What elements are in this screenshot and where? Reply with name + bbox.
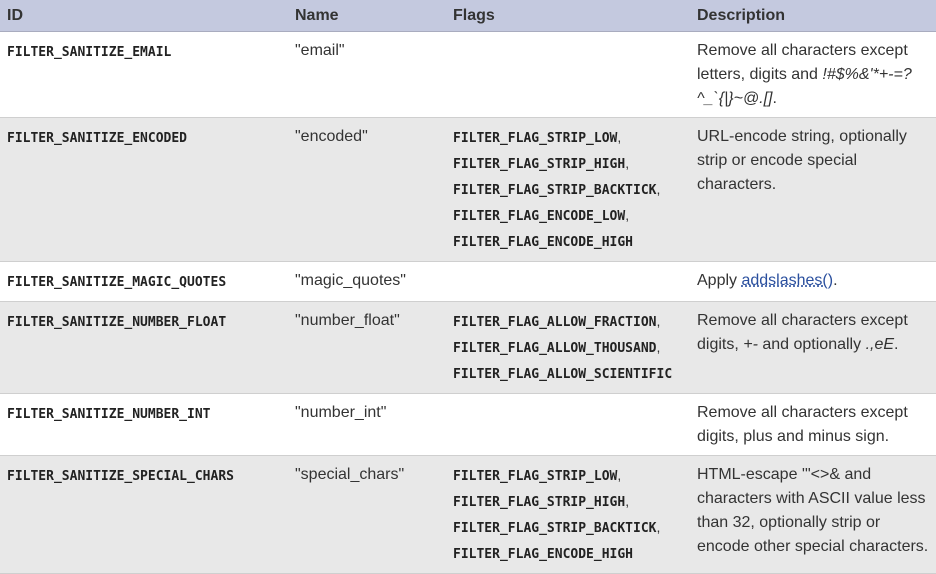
table-row: FILTER_SANITIZE_ENCODED "encoded" FILTER…: [0, 117, 936, 262]
table-row: FILTER_SANITIZE_NUMBER_INT "number_int" …: [0, 393, 936, 456]
filter-id: FILTER_SANITIZE_ENCODED: [7, 131, 188, 146]
filter-description: Remove all characters except digits, +- …: [690, 301, 936, 394]
filter-id: FILTER_SANITIZE_SPECIAL_CHARS: [7, 469, 234, 484]
filter-name: "magic_quotes": [288, 261, 446, 302]
filter-description: HTML-escape '"<>& and characters with AS…: [690, 455, 936, 574]
filter-description: Apply addslashes().: [690, 261, 936, 302]
flag-item: FILTER_FLAG_STRIP_HIGH,: [453, 155, 630, 172]
header-flags: Flags: [446, 0, 690, 32]
description-chars: !#$%&'*+-=?^_`{|}~@.[]: [697, 66, 912, 107]
addslashes-link[interactable]: addslashes(): [741, 272, 834, 289]
filter-flags: FILTER_FLAG_STRIP_LOW, FILTER_FLAG_STRIP…: [446, 117, 690, 262]
filter-description: Remove all characters except letters, di…: [690, 31, 936, 118]
flag-item: FILTER_FLAG_ALLOW_FRACTION,: [453, 313, 661, 330]
table-row: FILTER_SANITIZE_NUMBER_FLOAT "number_flo…: [0, 301, 936, 394]
flag-item: FILTER_FLAG_STRIP_LOW,: [453, 467, 622, 484]
filter-flags: [446, 261, 690, 302]
filter-flags: [446, 393, 690, 456]
table-row: FILTER_SANITIZE_EMAIL "email" Remove all…: [0, 31, 936, 118]
filter-name: "encoded": [288, 117, 446, 262]
filter-id: FILTER_SANITIZE_NUMBER_FLOAT: [7, 315, 227, 330]
filter-flags: FILTER_FLAG_STRIP_LOW, FILTER_FLAG_STRIP…: [446, 455, 690, 574]
flag-item: FILTER_FLAG_ENCODE_LOW,: [453, 207, 630, 224]
filter-name: "special_chars": [288, 455, 446, 574]
flag-item: FILTER_FLAG_ALLOW_SCIENTIFIC: [453, 367, 673, 382]
flag-item: FILTER_FLAG_STRIP_HIGH,: [453, 493, 630, 510]
filter-id: FILTER_SANITIZE_NUMBER_INT: [7, 407, 211, 422]
header-id: ID: [0, 0, 288, 32]
filter-name: "number_float": [288, 301, 446, 394]
header-description: Description: [690, 0, 936, 32]
filter-name: "number_int": [288, 393, 446, 456]
filter-name: "email": [288, 31, 446, 118]
flag-item: FILTER_FLAG_STRIP_LOW,: [453, 129, 622, 146]
header-name: Name: [288, 0, 446, 32]
filter-flags: [446, 31, 690, 118]
filter-flags: FILTER_FLAG_ALLOW_FRACTION, FILTER_FLAG_…: [446, 301, 690, 394]
filter-description: Remove all characters except digits, plu…: [690, 393, 936, 456]
table-header: ID Name Flags Description: [0, 0, 936, 32]
table-row: FILTER_SANITIZE_SPECIAL_CHARS "special_c…: [0, 455, 936, 574]
filter-description: URL-encode string, optionally strip or e…: [690, 117, 936, 262]
table-row: FILTER_SANITIZE_MAGIC_QUOTES "magic_quot…: [0, 261, 936, 302]
flag-item: FILTER_FLAG_STRIP_BACKTICK,: [453, 181, 661, 198]
flag-item: FILTER_FLAG_STRIP_BACKTICK,: [453, 519, 661, 536]
flag-item: FILTER_FLAG_ALLOW_THOUSAND,: [453, 339, 661, 356]
flag-item: FILTER_FLAG_ENCODE_HIGH: [453, 235, 634, 250]
filter-id: FILTER_SANITIZE_MAGIC_QUOTES: [7, 275, 227, 290]
header-row: ID Name Flags Description: [0, 0, 936, 32]
filter-id: FILTER_SANITIZE_EMAIL: [7, 45, 172, 60]
